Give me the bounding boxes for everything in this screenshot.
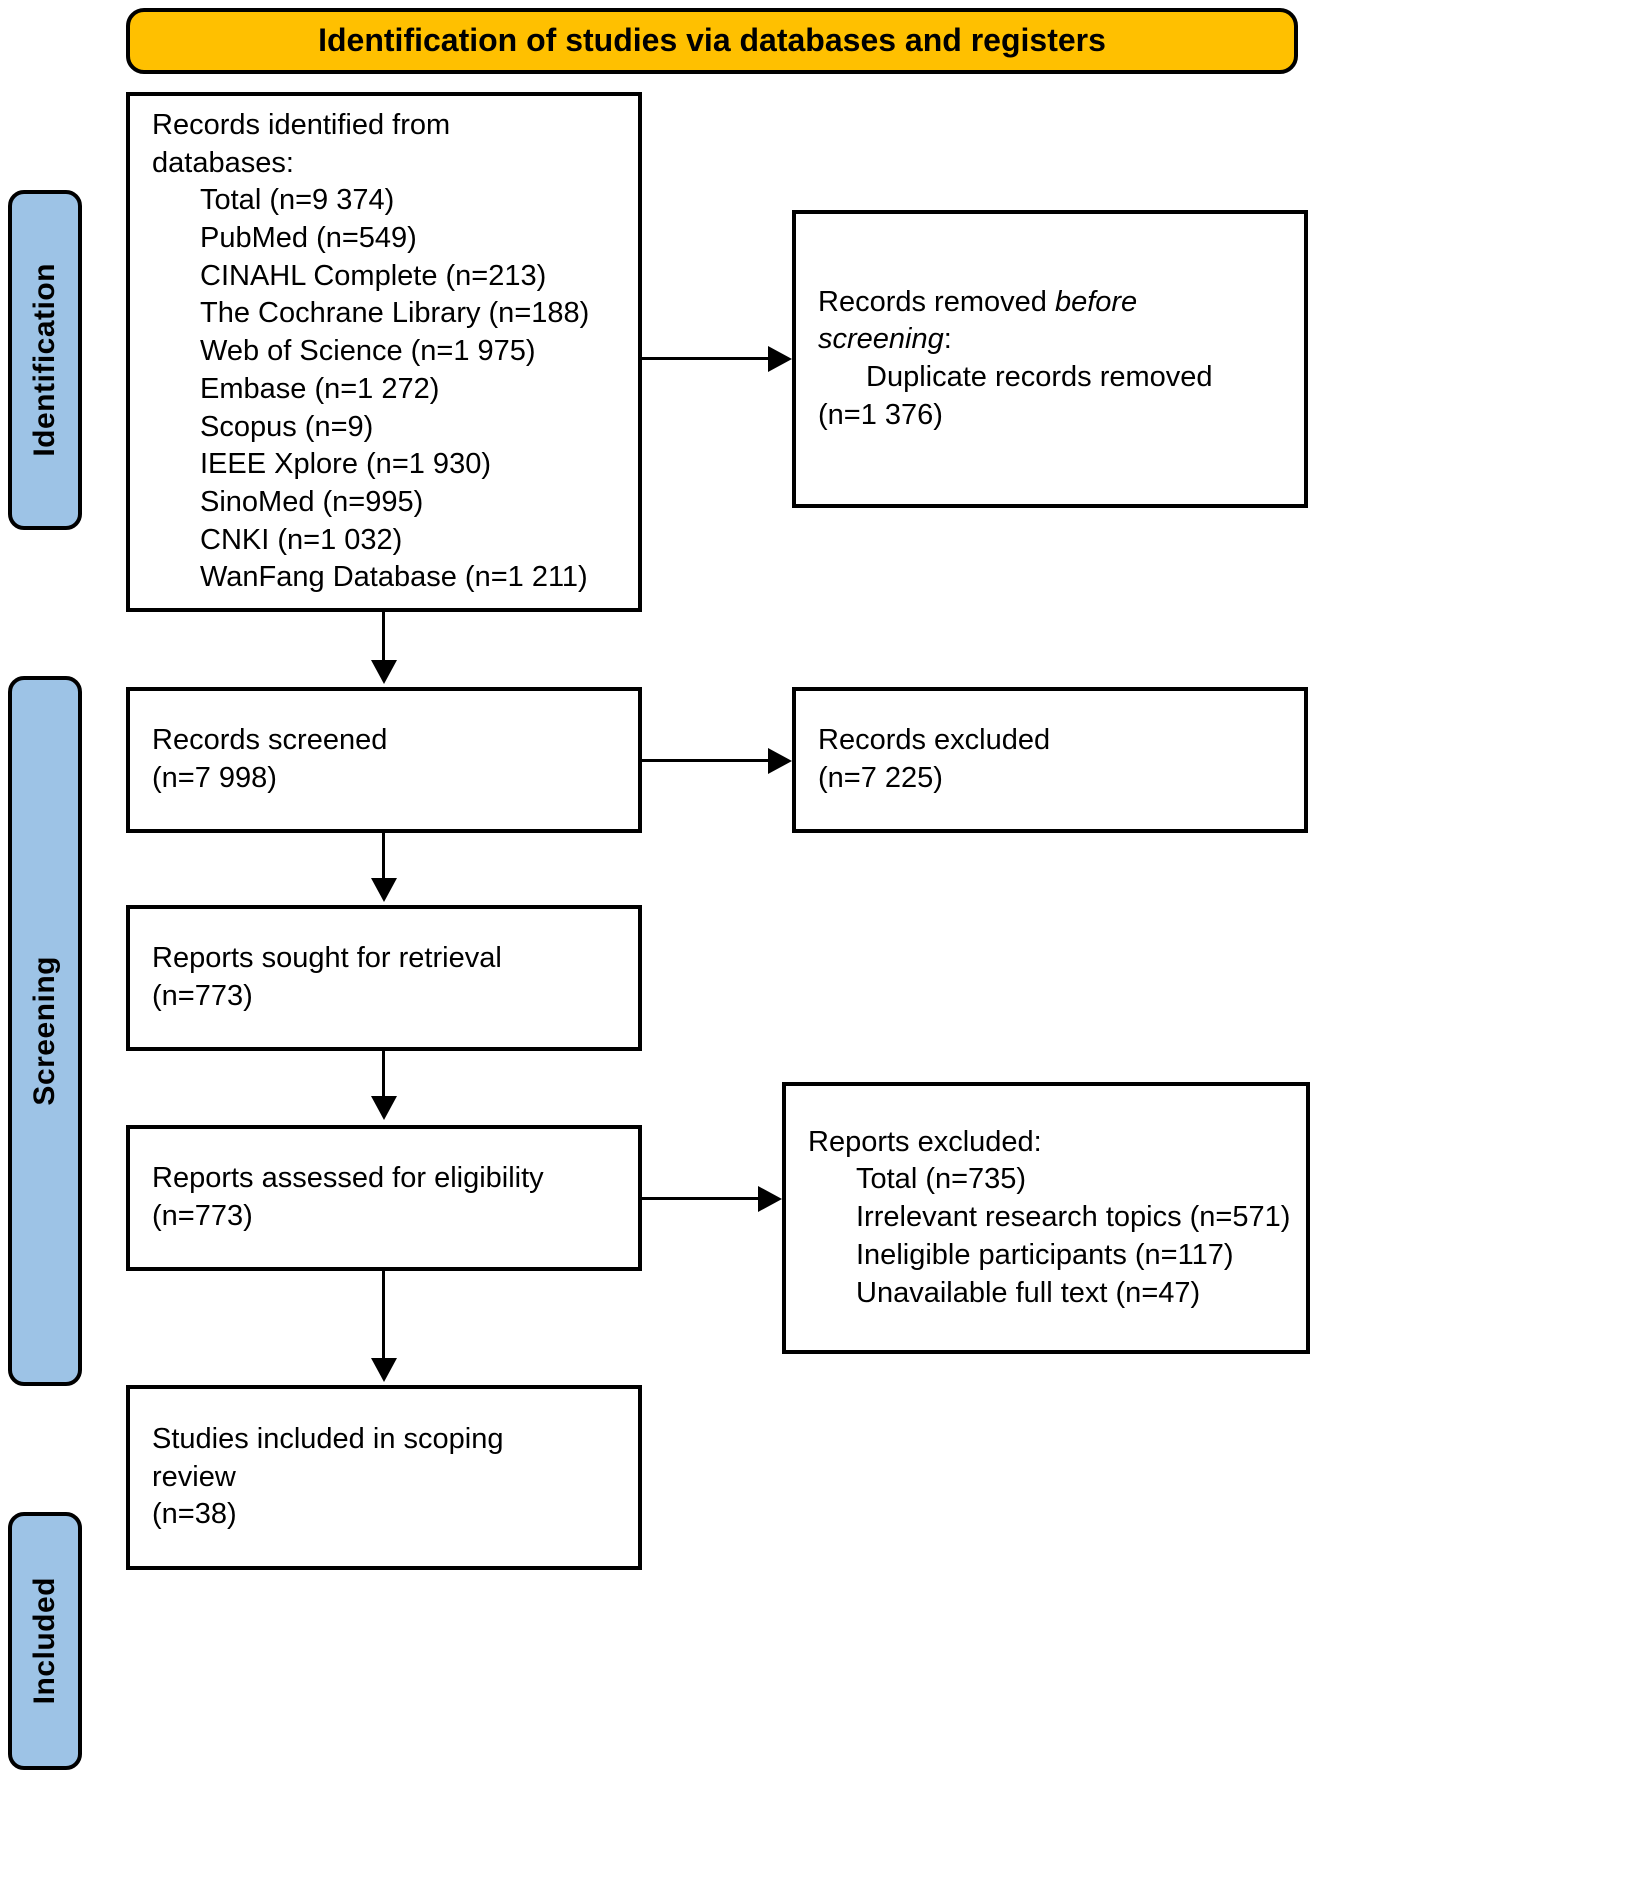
- connector-identified-to-screened: [382, 612, 385, 664]
- box-line: Scopus (n=9): [200, 410, 374, 443]
- box-line: (n=773): [152, 980, 253, 1012]
- box-line: review: [152, 1460, 236, 1493]
- records-identified-box: Records identified from databases: Total…: [126, 92, 642, 612]
- stage-label-identification: Identification: [28, 263, 61, 457]
- stage-bar-screening: Screening: [8, 676, 82, 1386]
- reports-sought-box: Reports sought for retrieval (n=773): [126, 905, 642, 1051]
- box-line: Duplicate records removed: [866, 361, 1213, 393]
- box-line: Irrelevant research topics (n=571): [856, 1201, 1291, 1234]
- box-line-emphasis: screening: [818, 323, 944, 356]
- reports-excluded-box: Reports excluded: Total (n=735) Irreleva…: [782, 1082, 1310, 1354]
- box-line: Studies included in scoping: [152, 1422, 504, 1455]
- stage-bar-identification: Identification: [8, 190, 82, 530]
- box-line: screening:: [818, 321, 1282, 359]
- box-line: (n=38): [152, 1498, 237, 1531]
- records-removed-box: Records removed before screening: Duplic…: [792, 210, 1308, 508]
- connector-sought-to-assessed: [382, 1051, 385, 1099]
- box-line: Unavailable full text (n=47): [856, 1276, 1201, 1309]
- box-line: Total (n=9 374): [200, 184, 395, 217]
- box-line: Reports excluded:: [808, 1125, 1042, 1158]
- box-line-suffix: :: [943, 323, 952, 356]
- box-line: IEEE Xplore (n=1 930): [200, 448, 491, 481]
- box-line: (n=7 225): [818, 762, 943, 794]
- box-line: SinoMed (n=995): [200, 485, 424, 518]
- box-line: (n=773): [152, 1200, 253, 1232]
- box-line: CINAHL Complete (n=213): [200, 259, 547, 292]
- arrow-identified-to-removed: [768, 346, 792, 372]
- box-line: databases:: [152, 146, 294, 179]
- arrow-assessed-to-excluded: [758, 1186, 782, 1212]
- box-line: The Cochrane Library (n=188): [200, 297, 590, 330]
- stage-label-screening: Screening: [28, 956, 61, 1106]
- box-line: (n=7 998): [152, 762, 277, 794]
- studies-included-box: Studies included in scoping review (n=38…: [126, 1385, 642, 1570]
- connector-assessed-to-included: [382, 1271, 385, 1361]
- connector-screened-to-sought: [382, 833, 385, 881]
- box-line: (n=1 376): [818, 398, 943, 431]
- diagram-banner: Identification of studies via databases …: [126, 8, 1298, 74]
- box-line: Records identified from: [152, 109, 451, 142]
- arrow-screened-to-excluded: [768, 748, 792, 774]
- box-line: Records screened: [152, 724, 388, 757]
- arrow-assessed-to-included: [371, 1358, 397, 1382]
- connector-screened-to-excluded: [642, 759, 772, 762]
- box-line-emphasis: before: [1054, 285, 1138, 318]
- box-line: Total (n=735): [856, 1163, 1027, 1196]
- stage-label-included: Included: [28, 1577, 61, 1705]
- records-screened-box: Records screened (n=7 998): [126, 687, 642, 833]
- reports-assessed-box: Reports assessed for eligibility (n=773): [126, 1125, 642, 1271]
- box-line-text: Records removed: [818, 285, 1055, 318]
- arrow-screened-to-sought: [371, 878, 397, 902]
- box-line: WanFang Database (n=1 211): [200, 561, 588, 594]
- box-line: Ineligible participants (n=117): [856, 1238, 1234, 1271]
- box-line: PubMed (n=549): [200, 222, 417, 255]
- box-line: Records removed before: [818, 284, 1282, 322]
- stage-bar-included: Included: [8, 1512, 82, 1770]
- box-line: Reports sought for retrieval: [152, 942, 502, 975]
- records-excluded-box: Records excluded (n=7 225): [792, 687, 1308, 833]
- box-line: Reports assessed for eligibility: [152, 1162, 544, 1195]
- arrow-identified-to-screened: [371, 660, 397, 684]
- arrow-sought-to-assessed: [371, 1096, 397, 1120]
- box-line: Embase (n=1 272): [200, 372, 440, 405]
- box-line: Records excluded: [818, 724, 1051, 757]
- connector-identified-to-removed: [642, 357, 772, 360]
- box-line: Web of Science (n=1 975): [200, 335, 536, 368]
- banner-title: Identification of studies via databases …: [318, 22, 1106, 59]
- connector-assessed-to-excluded: [642, 1197, 762, 1200]
- box-line: CNKI (n=1 032): [200, 523, 403, 556]
